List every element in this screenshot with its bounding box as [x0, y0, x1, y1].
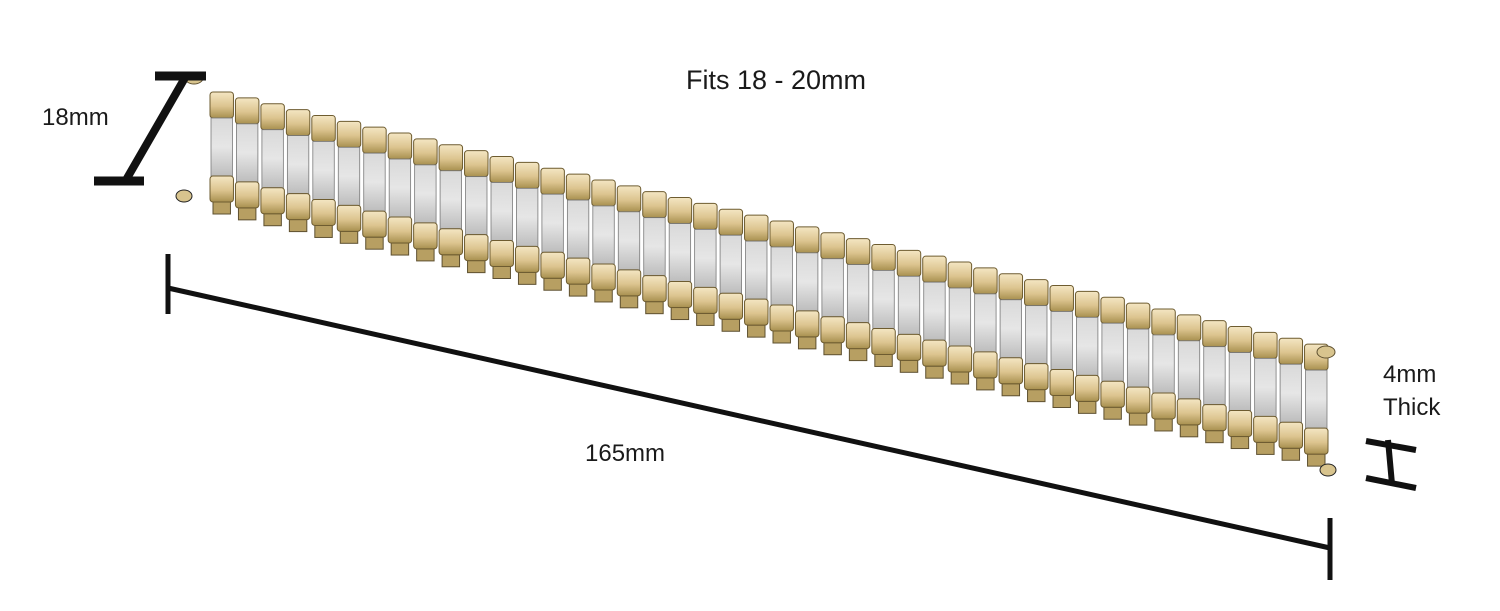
spring-bar-end — [175, 189, 193, 203]
band-link — [540, 167, 565, 291]
band-link — [1278, 337, 1304, 461]
band-link — [947, 261, 973, 385]
watch-band — [175, 71, 1337, 477]
band-link — [362, 126, 387, 250]
band-link — [1176, 314, 1202, 438]
band-link — [387, 132, 413, 256]
thickness-word-label: Thick — [1383, 394, 1441, 421]
band-link — [464, 150, 489, 274]
band-link — [769, 220, 794, 344]
band-link — [998, 273, 1024, 397]
band-link — [1202, 320, 1227, 444]
band-link — [744, 214, 769, 338]
band-link — [616, 185, 642, 309]
band-link — [209, 91, 234, 215]
band-link — [1024, 279, 1049, 403]
band-link — [514, 161, 540, 285]
band-link — [973, 267, 998, 391]
width-label: 18mm — [42, 104, 109, 131]
length-dimension-marker — [165, 254, 1333, 580]
band-link — [718, 208, 744, 332]
band-link — [591, 179, 616, 303]
band-link — [642, 191, 667, 315]
band-link — [1100, 296, 1125, 420]
length-label: 165mm — [585, 440, 666, 467]
band-link — [896, 249, 922, 373]
thickness-dimension-marker — [1365, 438, 1417, 491]
band-link — [489, 156, 514, 279]
band-link — [285, 109, 311, 233]
band-link — [1227, 326, 1253, 450]
band-link — [794, 226, 820, 350]
band-link — [1253, 331, 1278, 455]
band-link — [1125, 302, 1151, 426]
band-link — [1074, 290, 1100, 414]
band-link — [667, 197, 693, 321]
band-link — [1049, 285, 1074, 408]
band-link — [234, 97, 260, 221]
thickness-value-label: 4mm — [1383, 361, 1437, 388]
band-link — [871, 243, 896, 367]
band-link — [413, 138, 438, 262]
band-link — [260, 103, 285, 227]
band-link — [565, 173, 591, 297]
band-link — [1151, 308, 1176, 432]
band-link — [336, 120, 362, 244]
width-dimension-marker — [94, 71, 206, 186]
spring-bar-end — [1316, 345, 1336, 359]
band-link — [820, 232, 845, 356]
fit-range-label: Fits 18 - 20mm — [686, 65, 867, 95]
band-link — [845, 238, 871, 362]
band-link — [693, 202, 718, 326]
spring-bar-end — [1319, 463, 1337, 477]
band-link — [438, 144, 464, 268]
band-link — [311, 114, 336, 238]
band-link — [1304, 343, 1329, 467]
band-link — [922, 255, 947, 379]
